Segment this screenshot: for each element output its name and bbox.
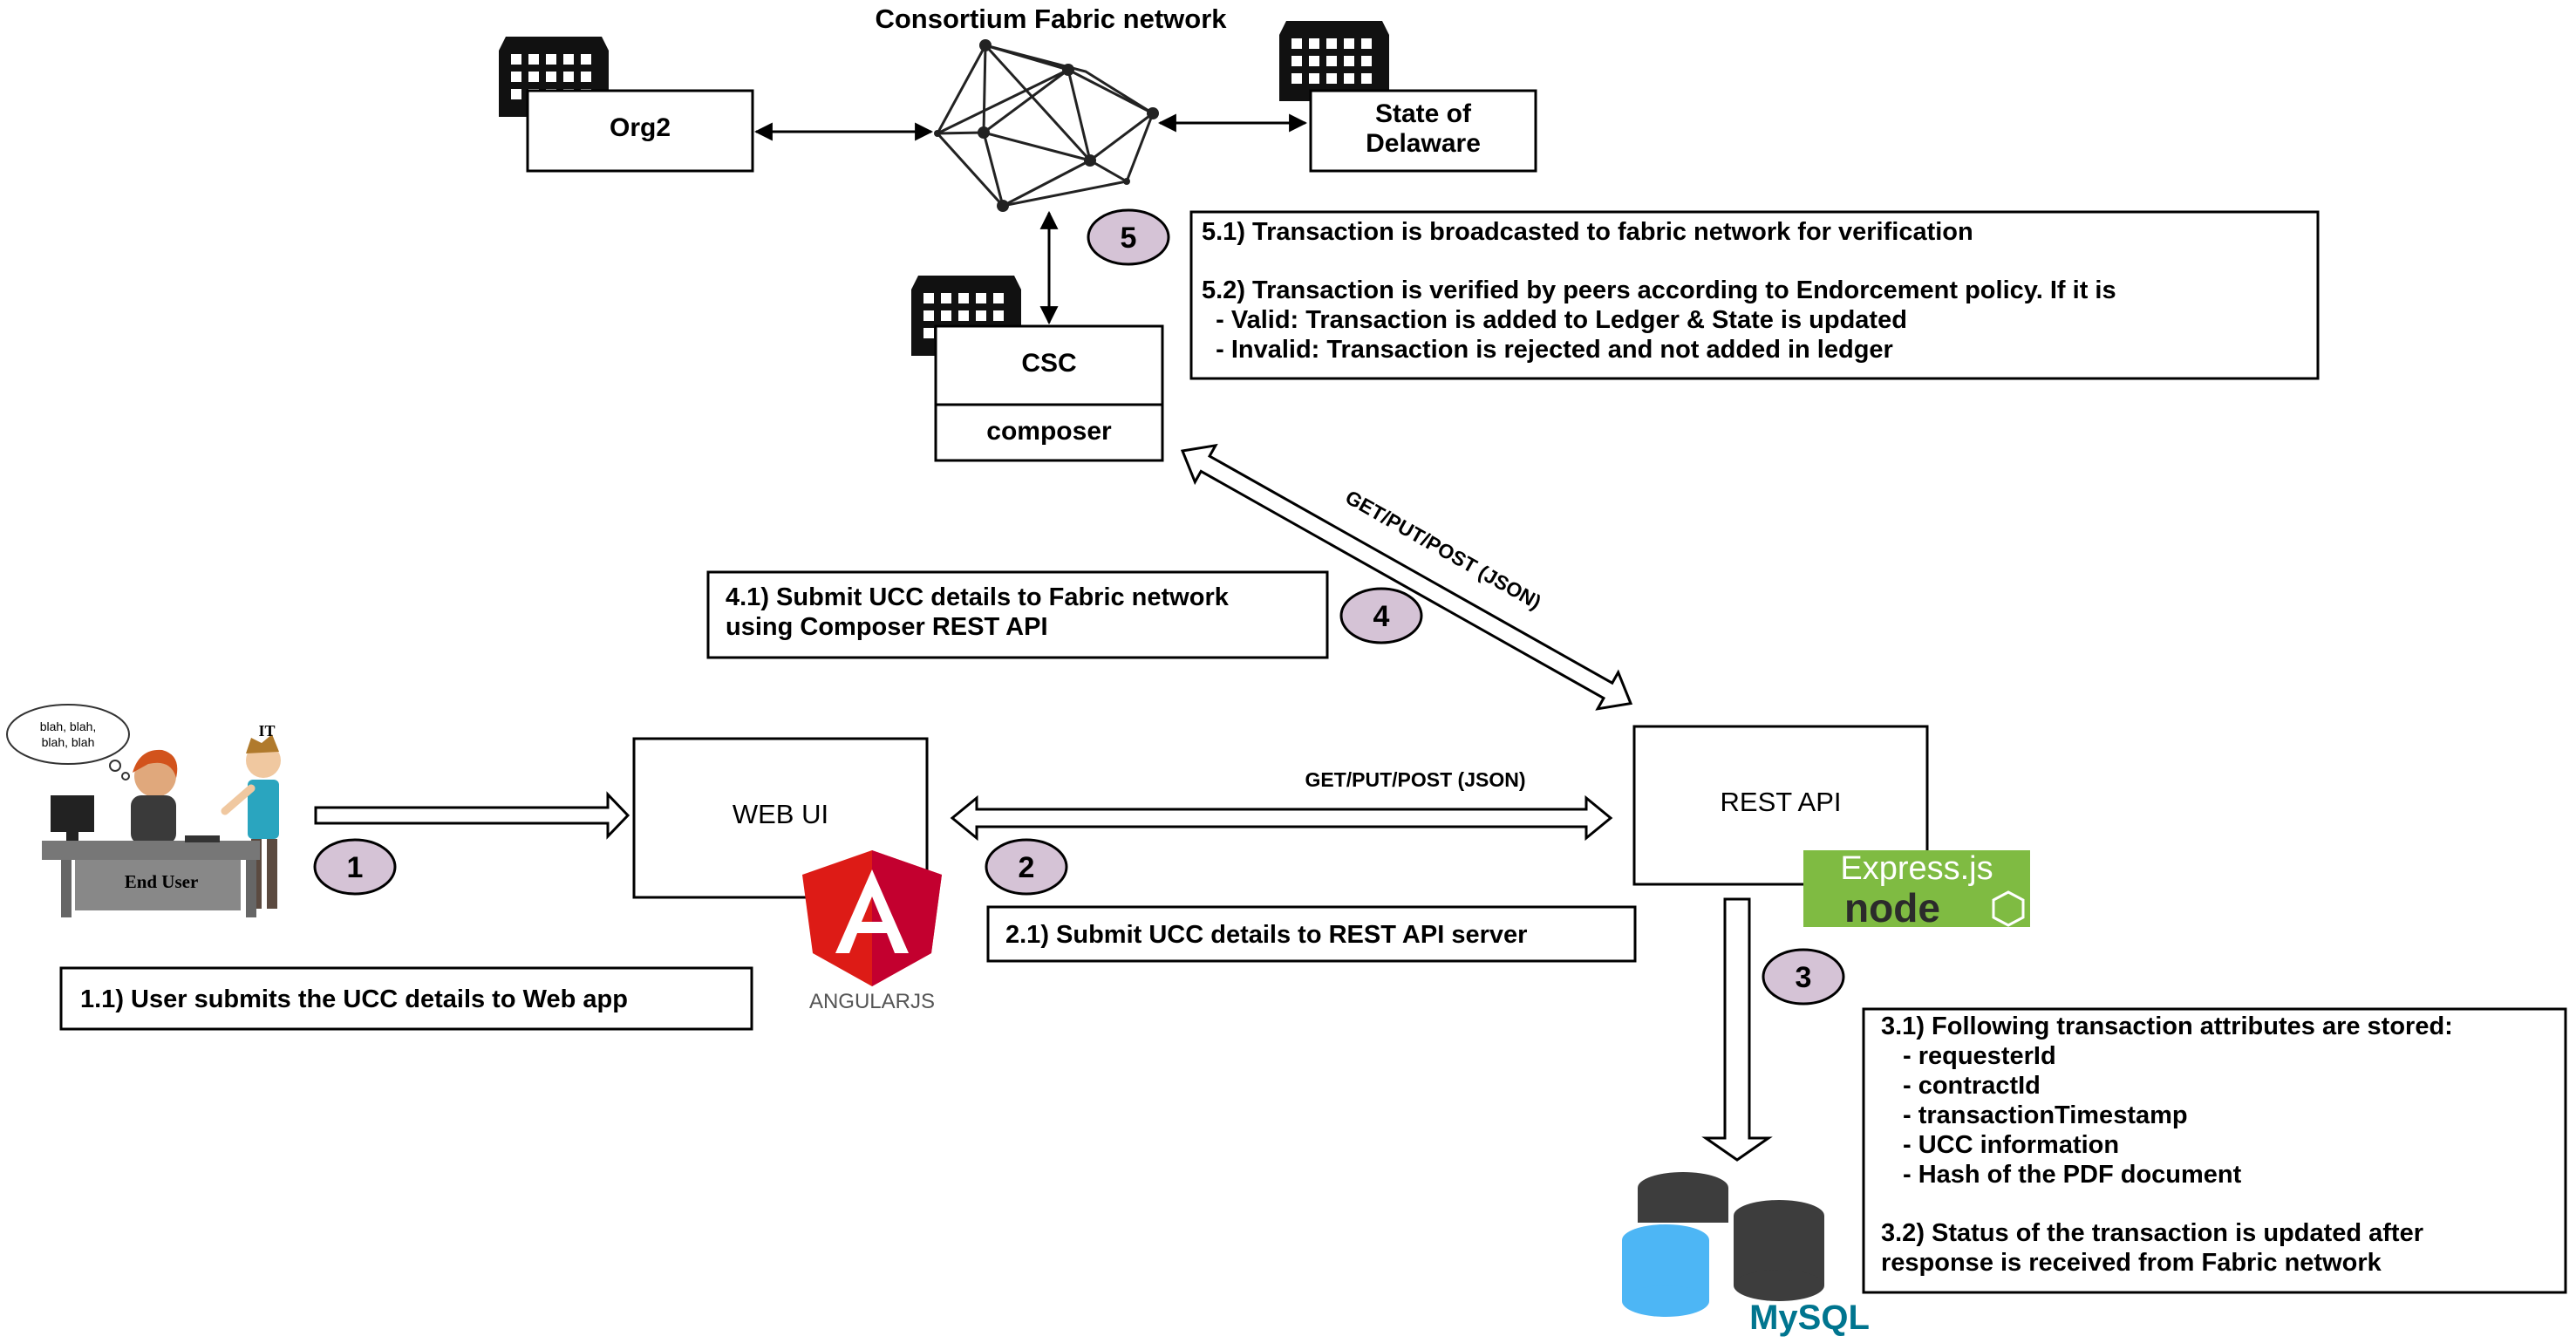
note-3: 3.1) Following transaction attributes ar… <box>1862 1007 2567 1294</box>
note-3-1-item: - transactionTimestamp <box>1903 1101 2188 1129</box>
bubble-line-1: blah, blah, <box>40 719 97 733</box>
note-5: 5.1) Transaction is broadcasted to fabri… <box>1189 210 2320 380</box>
note-4-1-line-2: using Composer REST API <box>726 613 1048 641</box>
note-5-2-line-1: 5.2) Transaction is verified by peers ac… <box>1202 276 2116 304</box>
arrow-webui-restapi <box>950 794 1613 842</box>
step-badge-1-label: 1 <box>347 851 364 884</box>
delaware-box <box>1309 89 1537 173</box>
step-badge-5: 5 <box>1087 208 1170 266</box>
network-title: Consortium Fabric network <box>875 3 1227 34</box>
delaware-label-line1: State of <box>1375 99 1472 128</box>
rest-api-label: REST API <box>1721 787 1842 817</box>
note-5-2-line-2: - Valid: Transaction is added to Ledger … <box>1202 306 1907 334</box>
node-wordmark: node <box>1844 885 1940 931</box>
note-3-2-line-1: 3.2) Status of the transaction is update… <box>1881 1219 2423 1247</box>
note-3-2-line-2: response is received from Fabric network <box>1881 1249 2382 1277</box>
express-wordmark: Express.js <box>1840 850 1993 887</box>
note-5-2-line-3: - Invalid: Transaction is rejected and n… <box>1202 336 1893 364</box>
note-1-1: 1.1) User submits the UCC details to Web… <box>59 966 753 1031</box>
step-badge-3-label: 3 <box>1796 961 1812 994</box>
arrow-user-webui <box>314 791 630 840</box>
csc-label: CSC <box>1021 349 1076 378</box>
angularjs-wordmark: ANGULARJS <box>809 990 935 1013</box>
step-badge-4: 4 <box>1339 587 1423 644</box>
note-1-1-text: 1.1) User submits the UCC details to Web… <box>80 985 628 1013</box>
express-node-logo: Express.js node <box>1803 850 2030 931</box>
building-icon-delaware <box>1279 21 1389 101</box>
note-3-1-item: - Hash of the PDF document <box>1903 1161 2242 1189</box>
speech-bubble: blah, blah, blah, blah <box>6 704 130 781</box>
note-2-1: 2.1) Submit UCC details to REST API serv… <box>986 905 1637 963</box>
note-4-1-line-1: 4.1) Submit UCC details to Fabric networ… <box>726 583 1230 611</box>
note-2-1-text: 2.1) Submit UCC details to REST API serv… <box>1005 921 1527 949</box>
csc-box <box>934 324 1164 462</box>
note-3-1-item: - UCC information <box>1903 1131 2119 1159</box>
composer-label: composer <box>986 417 1112 446</box>
step-badge-3: 3 <box>1762 948 1845 1006</box>
note-3-1-item: - contractId <box>1903 1072 2041 1100</box>
step-badge-2: 2 <box>985 838 1068 896</box>
end-user-illustration: blah, blah, blah, blah IT End User <box>6 704 281 917</box>
end-user-label: End User <box>125 871 199 892</box>
org2-box <box>526 89 754 173</box>
step-badge-5-label: 5 <box>1121 222 1137 255</box>
web-rest-arrow-label: GET/PUT/POST (JSON) <box>1305 768 1525 791</box>
note-3-1-title: 3.1) Following transaction attributes ar… <box>1881 1012 2453 1040</box>
step-badge-4-label: 4 <box>1373 600 1390 633</box>
angularjs-logo: ANGULARJS <box>802 850 942 1013</box>
fabric-network-icon <box>934 39 1159 212</box>
mysql-logo: MySQL <box>1622 1172 1870 1337</box>
delaware-label-line2: Delaware <box>1366 129 1481 158</box>
note-4-1: 4.1) Submit UCC details to Fabric networ… <box>706 570 1329 659</box>
note-3-1-item: - requesterId <box>1903 1042 2056 1070</box>
arrow-restapi-mysql <box>1701 897 1773 1162</box>
web-ui-label: WEB UI <box>733 799 828 829</box>
step-badge-1: 1 <box>313 838 397 896</box>
mysql-wordmark: MySQL <box>1749 1299 1870 1337</box>
note-5-1-text: 5.1) Transaction is broadcasted to fabri… <box>1202 218 1973 246</box>
step-badge-2-label: 2 <box>1019 851 1035 884</box>
it-label: IT <box>258 722 275 740</box>
org2-label: Org2 <box>610 113 671 142</box>
arrow-restapi-composer <box>1180 443 1633 711</box>
bubble-line-2: blah, blah <box>42 735 95 749</box>
